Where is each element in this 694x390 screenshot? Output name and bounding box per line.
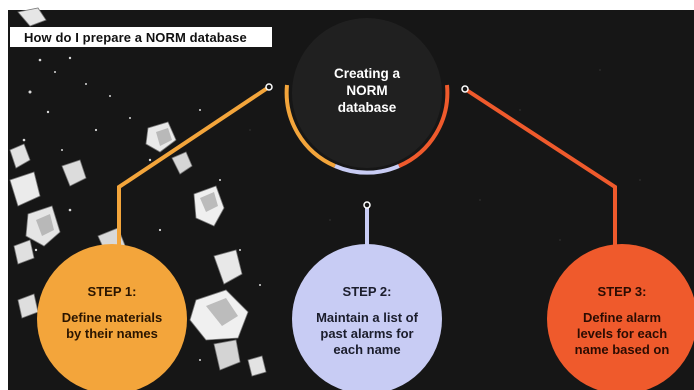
arc-lavender xyxy=(334,164,400,175)
connector-step-1 xyxy=(117,85,271,248)
connector-dot-right xyxy=(461,85,469,93)
center-node: Creating a NORM database xyxy=(292,18,442,168)
step-1-node: STEP 1: Define materials by their names xyxy=(37,244,187,390)
connector-step-3 xyxy=(463,87,617,248)
connector-dot-middle xyxy=(363,201,371,209)
arc-orange xyxy=(284,84,336,168)
step-2-description: Maintain a list of past alarms for each … xyxy=(316,310,418,357)
step-3-node: STEP 3: Define alarm levels for each nam… xyxy=(547,244,694,390)
step-1-title: STEP 1: xyxy=(87,284,137,299)
step-3-title: STEP 3: xyxy=(597,284,647,299)
step-1-description: Define materials by their names xyxy=(61,310,163,341)
page-title: How do I prepare a NORM database xyxy=(24,29,247,45)
arc-red-orange xyxy=(398,84,450,168)
center-label: Creating a NORM database xyxy=(333,65,401,115)
connector-dot-left xyxy=(265,83,273,91)
title-banner: How do I prepare a NORM database xyxy=(10,27,272,47)
step-3-description: Define alarm levels for each name based … xyxy=(574,310,670,357)
step-2-node: STEP 2: Maintain a list of past alarms f… xyxy=(292,244,442,390)
step-2-title: STEP 2: xyxy=(342,284,392,299)
